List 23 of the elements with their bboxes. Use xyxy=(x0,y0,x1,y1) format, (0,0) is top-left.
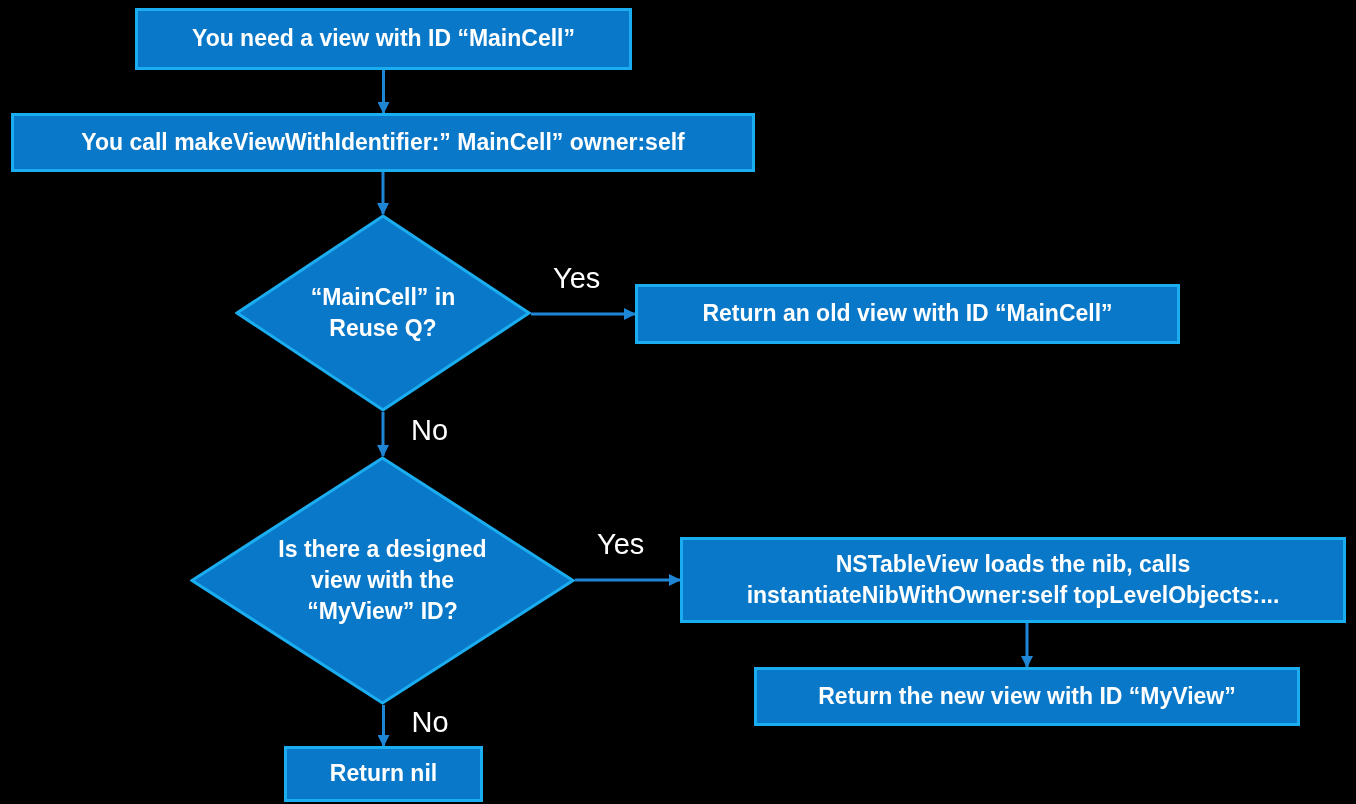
arrow xyxy=(1021,623,1033,668)
decision-diamond xyxy=(235,214,531,412)
arrow xyxy=(377,172,389,215)
process-box xyxy=(11,113,755,172)
node-text: “MainCell” in Reuse Q? xyxy=(309,282,457,343)
node-text: Return an old view with ID “MainCell” xyxy=(701,299,1114,329)
process-box xyxy=(754,667,1300,726)
node-text: Return the new view with ID “MyView” xyxy=(817,681,1237,711)
node-text: Is there a designed view with the “MyView” ID? xyxy=(277,534,488,626)
arrow xyxy=(377,705,390,747)
node-text: Return nil xyxy=(328,759,439,789)
arrow xyxy=(531,308,636,320)
arrow xyxy=(377,70,390,114)
decision-diamond xyxy=(190,456,575,705)
node-text: You need a view with ID “MainCell” xyxy=(191,24,576,54)
process-box xyxy=(680,537,1346,623)
process-box xyxy=(284,746,483,802)
node-text: NSTableView loads the nib, calls instantiateNibWithOwner:self topLevelObjects:... xyxy=(745,549,1281,610)
process-box xyxy=(635,284,1180,344)
process-box xyxy=(135,8,632,70)
arrow xyxy=(377,412,389,457)
arrow xyxy=(575,574,681,586)
node-text: You call makeViewWithIdentifier:” MainCell” owner:self xyxy=(80,127,686,157)
